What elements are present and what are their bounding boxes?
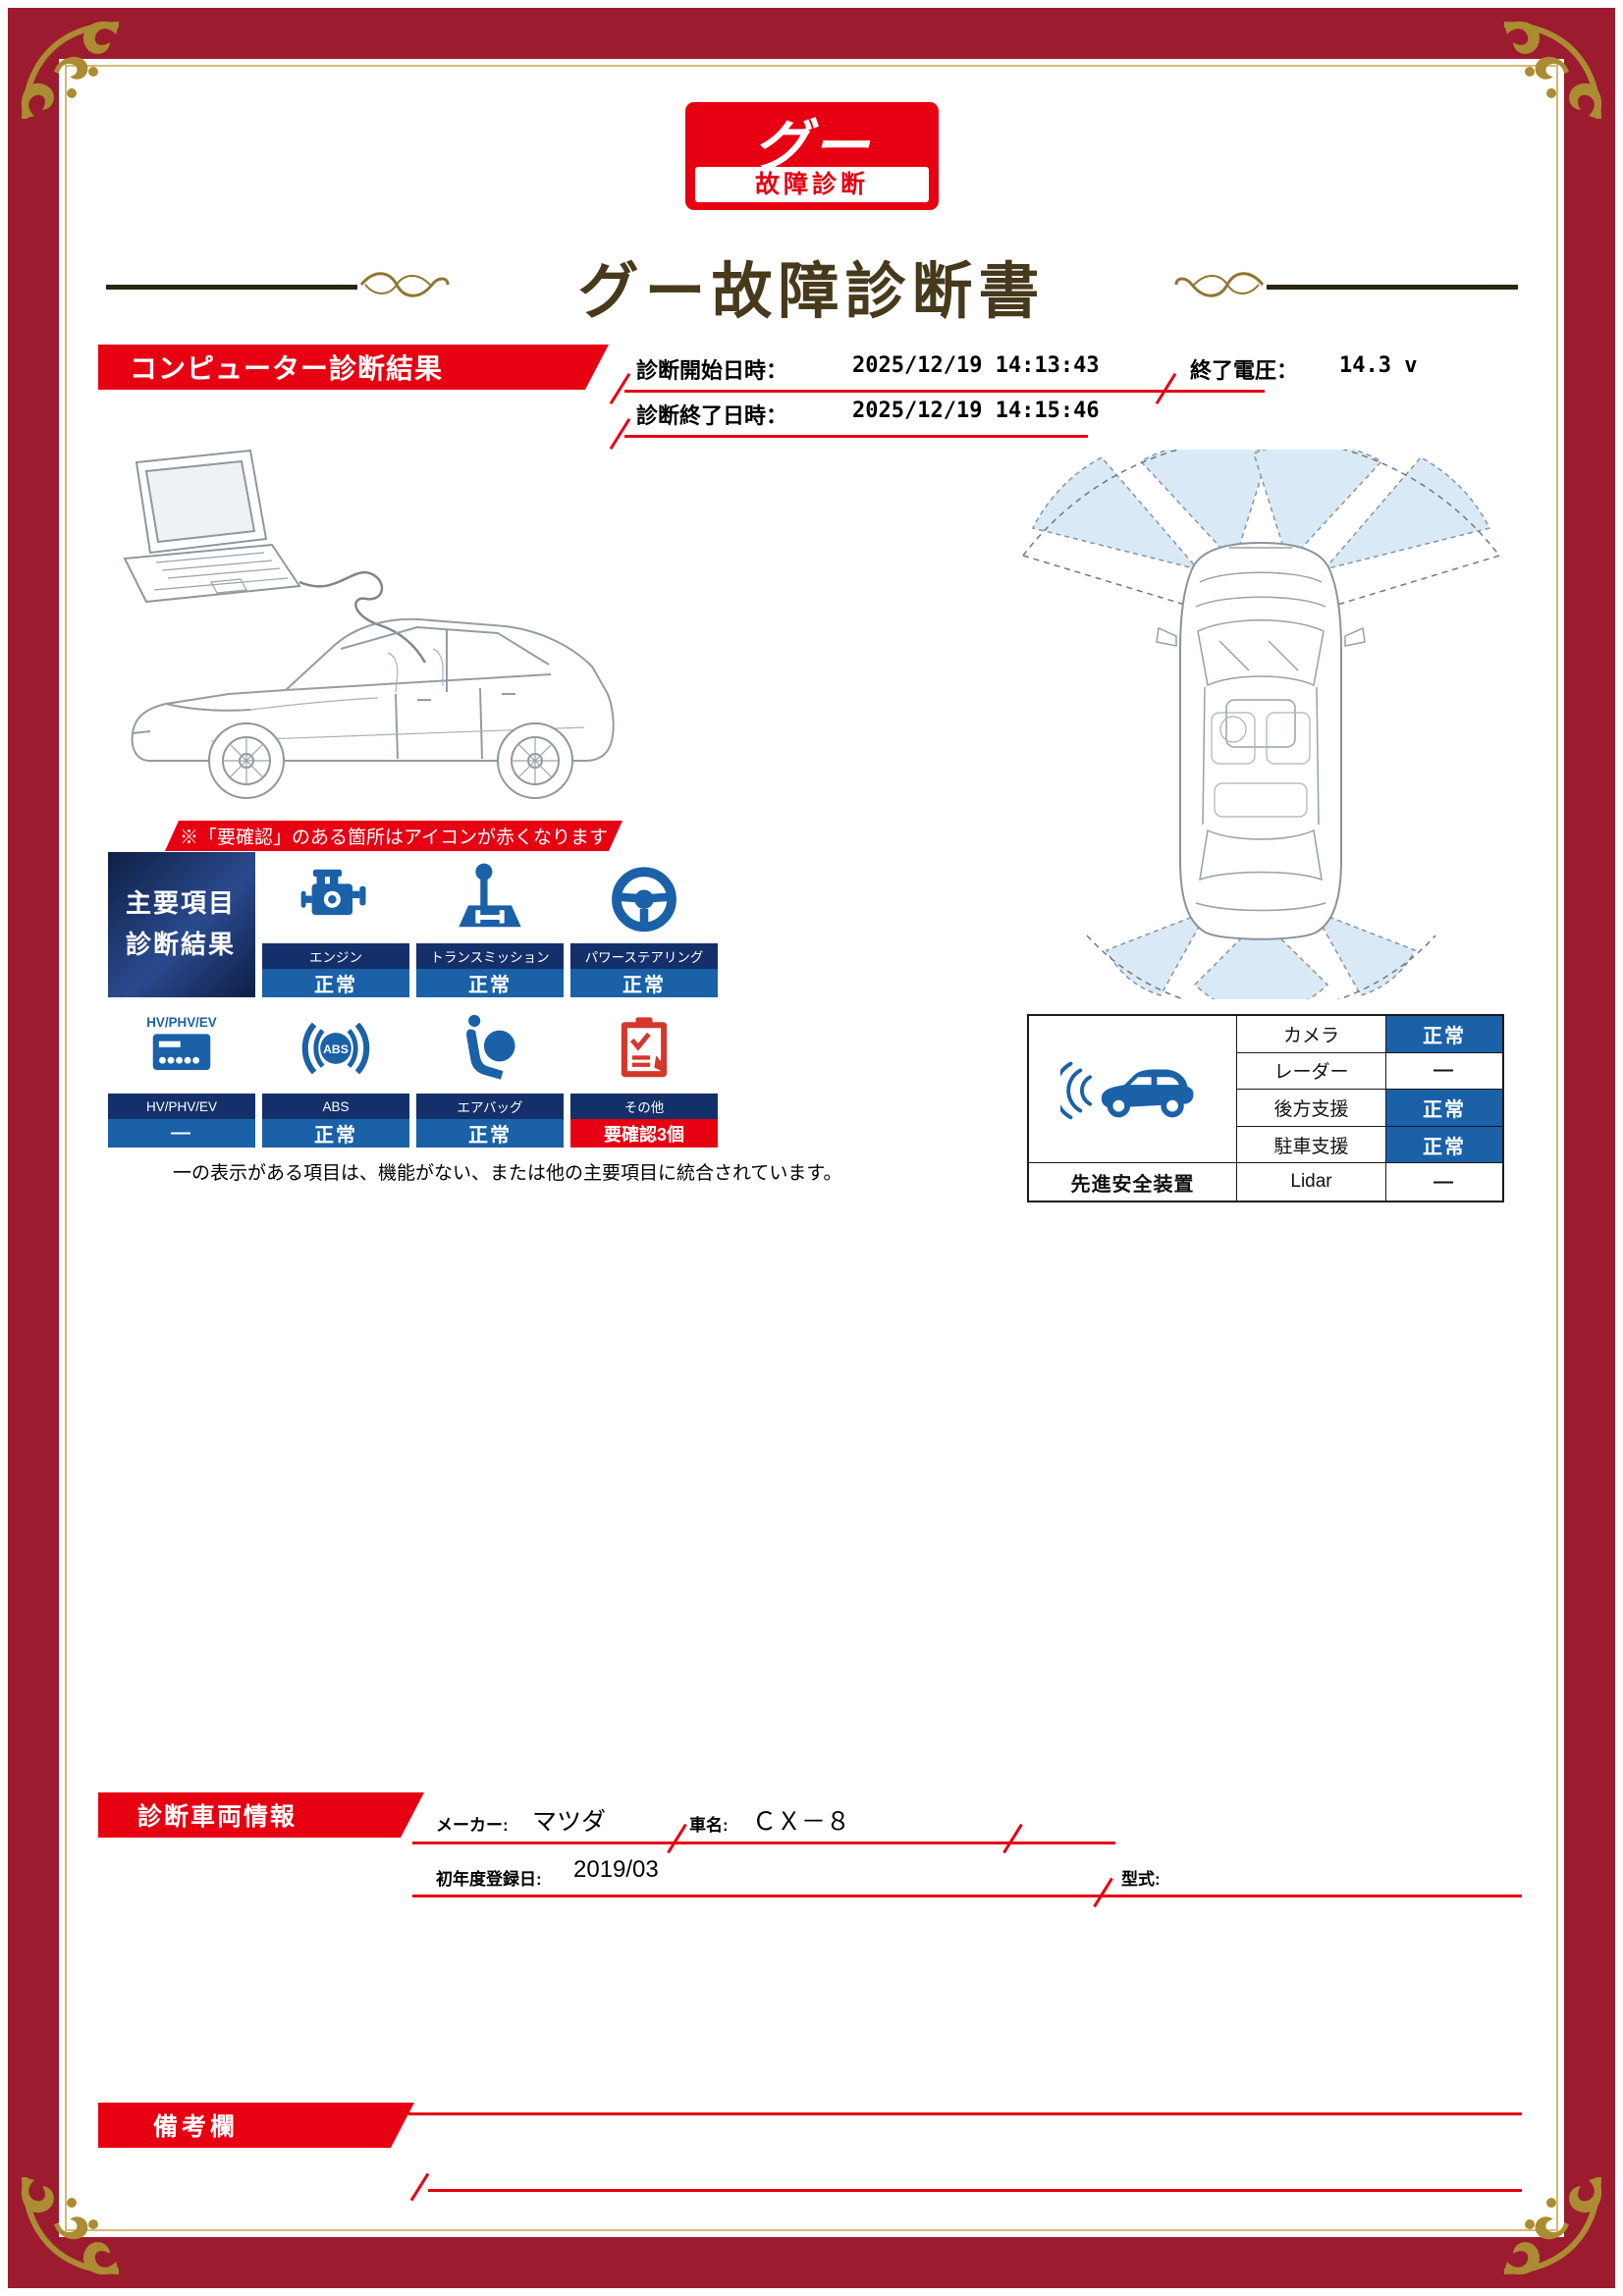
title-rule-right	[1267, 285, 1518, 290]
goo-logo: グー 故障診断	[685, 102, 939, 210]
tile-status: 正常	[416, 1119, 564, 1148]
tile-label: ABS	[262, 1094, 409, 1119]
safety-status-camera: 正常	[1386, 1016, 1502, 1053]
steering-wheel-icon	[570, 852, 718, 943]
red-underline	[428, 2189, 1522, 2192]
first-registration-value: 2019/03	[573, 1856, 659, 1883]
safety-status-radar: —	[1386, 1053, 1502, 1091]
section-banner-vehicle-info: 診断車両情報	[98, 1792, 424, 1838]
diagnostic-tile-power-steering: パワーステアリング 正常	[570, 852, 718, 997]
red-slash-divider	[409, 2172, 430, 2202]
tile-label: その他	[570, 1094, 718, 1119]
red-slash-divider	[1155, 372, 1177, 405]
tile-status: 正常	[262, 1119, 409, 1148]
diagnostic-tile-airbag: エアバッグ 正常	[416, 1002, 564, 1148]
diagnostic-tile-transmission: トランスミッション 正常	[416, 852, 564, 997]
red-underline	[624, 435, 1088, 438]
red-underline	[412, 1895, 1522, 1897]
first-registration-label: 初年度登録日:	[436, 1870, 542, 1889]
title-rule-left	[106, 285, 357, 290]
other-checklist-icon	[570, 1002, 718, 1094]
safety-status-lidar: —	[1434, 1170, 1455, 1193]
diagnosis-end-label: 診断終了日時：	[636, 403, 788, 428]
safety-name-rear-support: 後方支援	[1237, 1090, 1386, 1127]
red-slash-divider	[1002, 1823, 1023, 1854]
red-underline	[412, 1842, 1115, 1844]
red-slash-divider	[1093, 1877, 1113, 1908]
airbag-icon	[416, 1002, 564, 1094]
main-results-header-line2: 診断結果	[126, 930, 237, 959]
diagnostic-tile-hv-phv-ev: HV/PHV/EV HV/PHV/EV —	[108, 1002, 255, 1148]
title-flourish-icon	[1174, 272, 1265, 297]
tile-status: 正常	[570, 969, 718, 997]
maker-value: マツダ	[532, 1808, 607, 1836]
safety-car-sensor-icon	[1029, 1016, 1237, 1164]
safety-name-camera: カメラ	[1237, 1016, 1386, 1053]
corner-ornament-icon	[1503, 21, 1602, 120]
section-banner-remarks: 備考欄	[98, 2103, 414, 2148]
section-banner-computer-diagnosis: コンピューター診断結果	[98, 345, 609, 390]
title-flourish-icon	[359, 272, 450, 297]
tile-label: HV/PHV/EV	[108, 1094, 255, 1119]
tile-label: エアバッグ	[416, 1094, 564, 1119]
red-slash-divider	[609, 372, 631, 405]
warning-note-banner: ※「要確認」のある箇所はアイコンが赤くなります	[165, 821, 622, 851]
safety-status-rear-support: 正常	[1386, 1090, 1502, 1127]
diagnosis-start-label: 診断開始日時：	[636, 358, 788, 383]
diagnostic-tile-other: その他 要確認3個	[570, 1002, 718, 1148]
model-code-label: 型式:	[1121, 1870, 1161, 1889]
goo-logo-caption: 故障診断	[695, 167, 929, 202]
safety-name-lidar: Lidar	[1237, 1163, 1386, 1201]
engine-icon	[262, 852, 409, 943]
corner-ornament-icon	[21, 21, 120, 120]
laptop-car-diagnosis-illustration	[123, 449, 615, 799]
diagnostic-tile-engine: エンジン 正常	[262, 852, 409, 997]
red-underline	[408, 2112, 1522, 2115]
safety-status-parking-support: 正常	[1386, 1126, 1502, 1164]
tile-label: エンジン	[262, 943, 409, 969]
dash-footnote: 一の表示がある項目は、機能がない、または他の主要項目に統合されています。	[173, 1163, 842, 1184]
safety-name-radar: レーダー	[1237, 1052, 1386, 1091]
svg-text:HV/PHV/EV: HV/PHV/EV	[146, 1015, 217, 1030]
tile-label: パワーステアリング	[570, 943, 718, 969]
end-voltage-label: 終了電圧：	[1190, 358, 1299, 383]
main-results-header-line1: 主要項目	[126, 888, 237, 919]
tile-status: —	[108, 1119, 255, 1148]
report-title: グー故障診断書	[577, 258, 1046, 326]
obd-cable	[298, 571, 427, 664]
car-name-label: 車名:	[689, 1816, 729, 1835]
car-name-value: ＣＸ－８	[752, 1808, 851, 1836]
tile-status: 要確認3個	[570, 1119, 718, 1148]
advanced-safety-table: カメラ 正常 レーダー — 後方支援 正常 駐車支援 正常 先進安全装置 Lid…	[1027, 1014, 1504, 1202]
safety-name-parking-support: 駐車支援	[1237, 1126, 1386, 1164]
tile-status: 正常	[416, 969, 564, 997]
diagnosis-start-value: 2025/12/19 14:13:43	[852, 353, 1100, 378]
abs-icon: ABS	[262, 1002, 409, 1094]
corner-ornament-icon	[1503, 2176, 1602, 2275]
svg-text:ABS: ABS	[323, 1041, 349, 1055]
corner-ornament-icon	[21, 2176, 120, 2275]
maker-label: メーカー:	[436, 1816, 509, 1835]
red-slash-divider	[667, 1823, 687, 1854]
red-slash-divider	[609, 417, 631, 451]
diagnostic-tile-abs: ABS ABS 正常	[262, 1002, 409, 1148]
diagnosis-end-value: 2025/12/19 14:15:46	[852, 399, 1100, 423]
hv-phv-ev-icon: HV/PHV/EV	[108, 1002, 255, 1094]
main-results-header: 主要項目 診断結果	[108, 852, 255, 997]
tile-label: トランスミッション	[416, 943, 564, 969]
red-underline	[624, 390, 1265, 393]
tile-status: 正常	[262, 969, 409, 997]
topview-sensor-car-illustration	[1022, 450, 1500, 999]
advanced-safety-label: 先進安全装置	[1029, 1163, 1237, 1201]
transmission-icon	[416, 852, 564, 943]
end-voltage-value: 14.3 v	[1339, 353, 1418, 378]
